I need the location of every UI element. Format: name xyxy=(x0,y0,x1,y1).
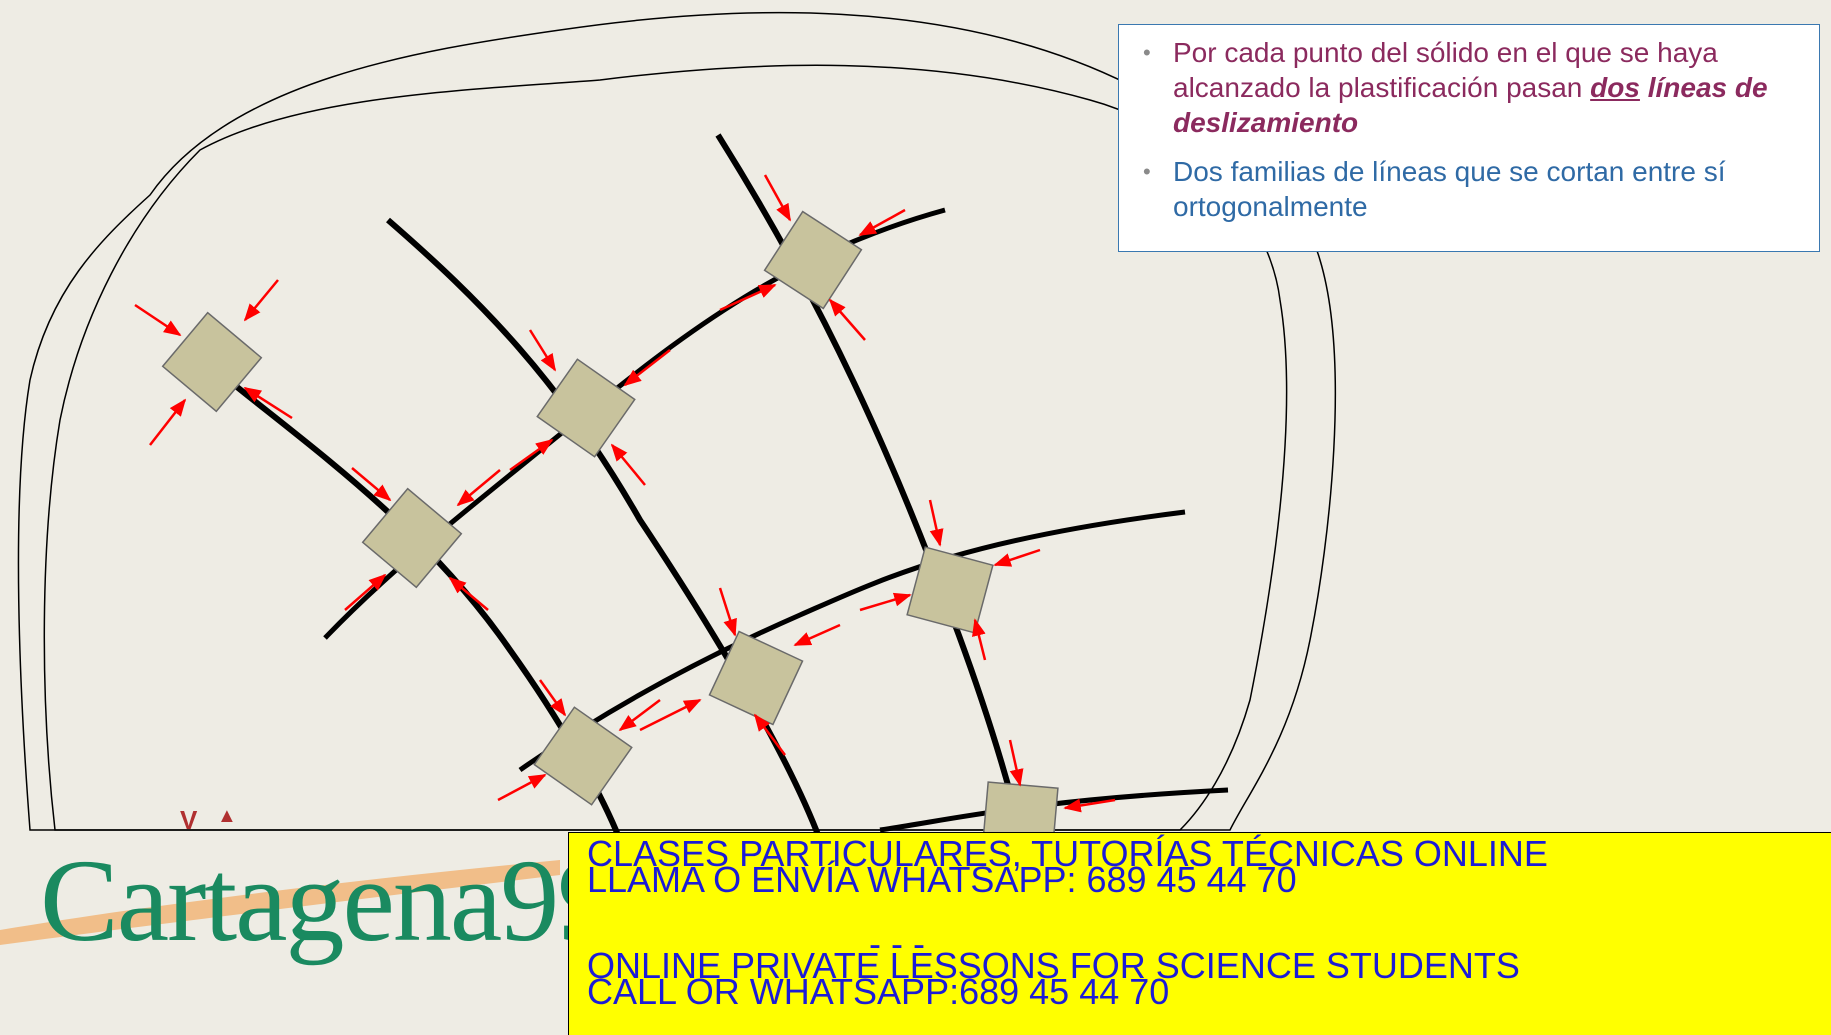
logo-small-mark: V xyxy=(180,805,198,835)
solid-outline-inner xyxy=(43,64,1288,831)
note-bullet-2: Dos familias de líneas que se cortan ent… xyxy=(1143,154,1801,224)
note-bullet-1: Por cada punto del sólido en el que se h… xyxy=(1143,35,1801,140)
promo-line-2: LLAMA O ENVÍA WHATSAPP: 689 45 44 70 xyxy=(587,859,1297,900)
square-element-icon xyxy=(763,210,863,310)
bullet1-emphasis-rest: líneas de deslizamiento xyxy=(1173,72,1768,138)
solid-outline-outer xyxy=(17,11,1337,831)
promo-banner[interactable]: CLASES PARTICULARES, TUTORÍAS TÉCNICAS O… xyxy=(568,832,1831,1035)
promo-line-3: ONLINE PRIVATE LESSONS FOR SCIENCE STUDE… xyxy=(587,945,1520,986)
promo-line-4: CALL OR WHATSAPP:689 45 44 70 xyxy=(587,971,1170,1012)
logo: Cartagena99 xyxy=(40,835,616,966)
stress-arrows xyxy=(134,174,1116,813)
slip-lines-alpha xyxy=(208,133,1023,842)
square-element-icon xyxy=(906,546,994,634)
promo-separator: - - - xyxy=(869,923,925,964)
square-element-icon xyxy=(161,311,263,413)
logo-brush-stroke xyxy=(0,860,560,945)
promo-line-1: CLASES PARTICULARES, TUTORÍAS TÉCNICAS O… xyxy=(587,833,1548,874)
material-elements xyxy=(161,210,1059,859)
bullet1-text: Por cada punto del sólido en el que se h… xyxy=(1173,37,1718,103)
note-box: Por cada punto del sólido en el que se h… xyxy=(1118,24,1820,252)
logo-arrow-icon: ▲ xyxy=(217,805,237,827)
square-element-icon xyxy=(533,706,633,806)
bullet1-emphasis: dos xyxy=(1590,72,1640,103)
bullet2-text: Dos familias de líneas que se cortan ent… xyxy=(1173,156,1726,222)
square-element-icon xyxy=(361,487,463,589)
square-element-icon xyxy=(536,358,636,458)
square-element-icon xyxy=(708,630,804,726)
slip-lines-beta xyxy=(323,207,1229,833)
